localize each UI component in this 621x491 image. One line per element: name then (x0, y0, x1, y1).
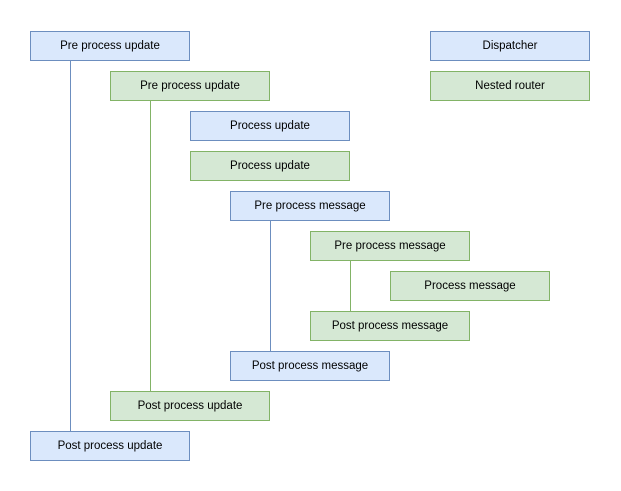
node-post-process-message-dispatcher[interactable]: Post process message (230, 351, 390, 381)
node-label: Pre process update (60, 39, 160, 52)
node-post-process-update-dispatcher[interactable]: Post process update (30, 431, 190, 461)
node-pre-process-update-dispatcher[interactable]: Pre process update (30, 31, 190, 61)
node-process-update-dispatcher[interactable]: Process update (190, 111, 350, 141)
node-pre-process-update-router[interactable]: Pre process update (110, 71, 270, 101)
node-label: Post process message (331, 319, 449, 332)
connector-router-message-spine (350, 261, 351, 311)
node-process-update-router[interactable]: Process update (190, 151, 350, 181)
node-process-message-router[interactable]: Process message (390, 271, 550, 301)
connector-dispatcher-message-spine (270, 221, 271, 351)
node-label: Process update (230, 159, 310, 172)
connector-dispatcher-update-spine (70, 61, 71, 431)
legend-item-green[interactable]: Nested router (430, 71, 590, 101)
node-label: Pre process message (254, 199, 366, 212)
node-label: Process message (424, 279, 516, 292)
node-label: Post process update (57, 439, 163, 452)
connector-router-update-spine (150, 101, 151, 391)
node-pre-process-message-router[interactable]: Pre process message (310, 231, 470, 261)
node-post-process-message-router[interactable]: Post process message (310, 311, 470, 341)
node-pre-process-message-dispatcher[interactable]: Pre process message (230, 191, 390, 221)
node-label: Process update (230, 119, 310, 132)
node-post-process-update-router[interactable]: Post process update (110, 391, 270, 421)
legend-item-label: Nested router (475, 79, 545, 92)
legend-item-blue[interactable]: Dispatcher (430, 31, 590, 61)
node-label: Pre process message (334, 239, 446, 252)
node-label: Pre process update (140, 79, 240, 92)
legend-item-label: Dispatcher (482, 39, 538, 52)
node-label: Post process update (137, 399, 243, 412)
node-label: Post process message (251, 359, 369, 372)
